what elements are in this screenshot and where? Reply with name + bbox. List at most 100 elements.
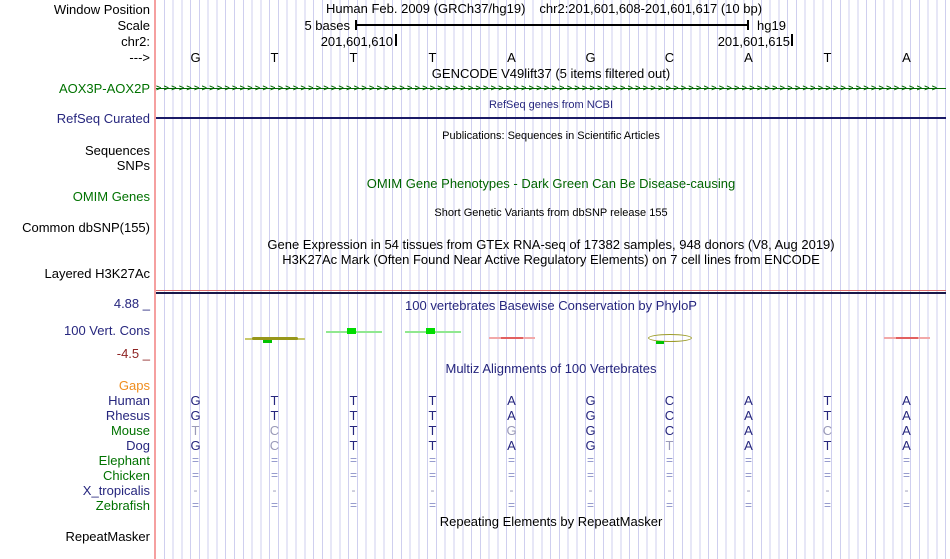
species-label-chicken[interactable]: Chicken <box>103 468 150 483</box>
strand-arrow-glyphs: >>>>>>>>>>>>>>>>>>>>>>>>>>>>>>>>>>>>>>>>… <box>156 83 940 93</box>
sequence-base: C <box>664 50 675 65</box>
h3k27ac-signal-line[interactable] <box>156 290 946 292</box>
alignment-base: = <box>428 468 436 482</box>
gencode-track-title: GENCODE V49lift37 (5 items filtered out) <box>431 66 671 81</box>
alignment-base: = <box>270 453 278 467</box>
omim-genes-label[interactable]: OMIM Genes <box>72 189 150 204</box>
alignment-base: G <box>190 393 201 408</box>
gencode-gene-arrow-track[interactable]: >>>>>>>>>>>>>>>>>>>>>>>>>>>>>>>>>>>>>>>>… <box>156 82 946 95</box>
alignment-base: T <box>823 408 832 423</box>
scale-bar-right-tick <box>747 20 749 30</box>
alignment-base: = <box>744 468 752 482</box>
publications-track-title: Publications: Sequences in Scientific Ar… <box>442 130 660 142</box>
alignment-base: T <box>349 408 358 423</box>
alignment-base: = <box>349 468 357 482</box>
alignment-base: T <box>349 393 358 408</box>
window-position-value: Human Feb. 2009 (GRCh37/hg19)chr2:201,60… <box>156 1 946 16</box>
alignment-base: - <box>588 483 593 497</box>
alignment-base: = <box>823 468 831 482</box>
alignment-base: A <box>507 393 516 408</box>
sequence-base: G <box>585 50 596 65</box>
alignment-base: C <box>664 393 675 408</box>
repeatmasker-track-title: Repeating Elements by RepeatMasker <box>439 514 663 529</box>
omim-track-title: OMIM Gene Phenotypes - Dark Green Can Be… <box>366 176 736 191</box>
alignment-base: = <box>349 498 357 512</box>
alignment-base: = <box>428 453 436 467</box>
refseq-track-title: RefSeq genes from NCBI <box>488 99 614 111</box>
alignment-base: A <box>902 423 911 438</box>
scale-bar-left-tick <box>355 20 357 30</box>
alignment-base: = <box>428 498 436 512</box>
alignment-base: - <box>667 483 672 497</box>
scale-bar <box>355 24 748 26</box>
scale-label: Scale <box>117 18 150 33</box>
alignment-base: T <box>428 393 437 408</box>
conservation-min-value: -4.5 _ <box>116 346 150 361</box>
snps-label[interactable]: SNPs <box>116 158 150 173</box>
strand-direction-label: ---> <box>129 50 150 65</box>
alignment-base: = <box>507 453 515 467</box>
species-label-elephant[interactable]: Elephant <box>98 453 150 468</box>
alignment-base: = <box>823 453 831 467</box>
alignment-base: T <box>665 438 674 453</box>
sequences-label[interactable]: Sequences <box>84 143 150 158</box>
species-label-zebrafish[interactable]: Zebrafish <box>95 498 150 513</box>
alignment-base: T <box>270 393 279 408</box>
species-label-x_tropicalis[interactable]: X_tropicalis <box>82 483 150 498</box>
multiz-track-title: Multiz Alignments of 100 Vertebrates <box>445 361 657 376</box>
species-label-mouse[interactable]: Mouse <box>110 423 150 438</box>
refseq-curated-label[interactable]: RefSeq Curated <box>56 111 150 126</box>
alignment-base: C <box>269 423 280 438</box>
species-label-dog[interactable]: Dog <box>126 438 150 453</box>
alignment-base: = <box>902 498 910 512</box>
repeatmasker-label[interactable]: RepeatMasker <box>65 529 150 544</box>
vert-cons-label[interactable]: 100 Vert. Cons <box>64 323 150 338</box>
sequence-base: T <box>270 50 279 65</box>
conservation-mark <box>346 328 356 334</box>
alignment-base: T <box>349 438 358 453</box>
alignment-base: G <box>506 423 517 438</box>
gaps-label[interactable]: Gaps <box>118 378 150 393</box>
track-area-left-border <box>154 0 156 559</box>
conservation-mark <box>425 328 435 334</box>
left-coordinate: 201,601,610 <box>320 34 393 49</box>
species-label-human[interactable]: Human <box>108 393 150 408</box>
sequence-base: A <box>902 50 911 65</box>
alignment-base: = <box>665 468 673 482</box>
gene-label-aox3p-aox2p[interactable]: AOX3P-AOX2P <box>58 81 150 96</box>
alignment-base: = <box>902 453 910 467</box>
alignment-base: = <box>270 498 278 512</box>
alignment-base: G <box>585 438 596 453</box>
alignment-base: A <box>744 423 753 438</box>
alignment-base: T <box>428 438 437 453</box>
conservation-mark <box>262 340 272 343</box>
window-position-label: Window Position <box>53 2 150 17</box>
right-coordinate-tick <box>791 34 793 46</box>
alignment-base: C <box>664 423 675 438</box>
alignment-base: = <box>191 468 199 482</box>
alignment-base: G <box>190 408 201 423</box>
alignment-base: = <box>586 498 594 512</box>
layered-h3k27ac-label[interactable]: Layered H3K27Ac <box>44 266 150 281</box>
conservation-mark <box>655 341 664 344</box>
refseq-gene-line[interactable] <box>156 117 946 119</box>
gtex-track-title: Gene Expression in 54 tissues from GTEx … <box>267 237 835 252</box>
alignment-base: C <box>269 438 280 453</box>
alignment-base: C <box>664 408 675 423</box>
gene-body-line <box>156 88 946 89</box>
sequence-base: A <box>744 50 753 65</box>
alignment-base: - <box>746 483 751 497</box>
sequence-base: T <box>349 50 358 65</box>
alignment-base: - <box>272 483 277 497</box>
species-label-rhesus[interactable]: Rhesus <box>105 408 150 423</box>
sequence-base: T <box>428 50 437 65</box>
alignment-base: - <box>509 483 514 497</box>
conservation-max-value: 4.88 _ <box>113 296 150 311</box>
alignment-base: = <box>191 453 199 467</box>
alignment-base: = <box>507 498 515 512</box>
alignment-base: = <box>586 468 594 482</box>
common-dbsnp-label[interactable]: Common dbSNP(155) <box>22 220 150 235</box>
conservation-mark <box>251 336 298 340</box>
alignment-base: = <box>665 453 673 467</box>
